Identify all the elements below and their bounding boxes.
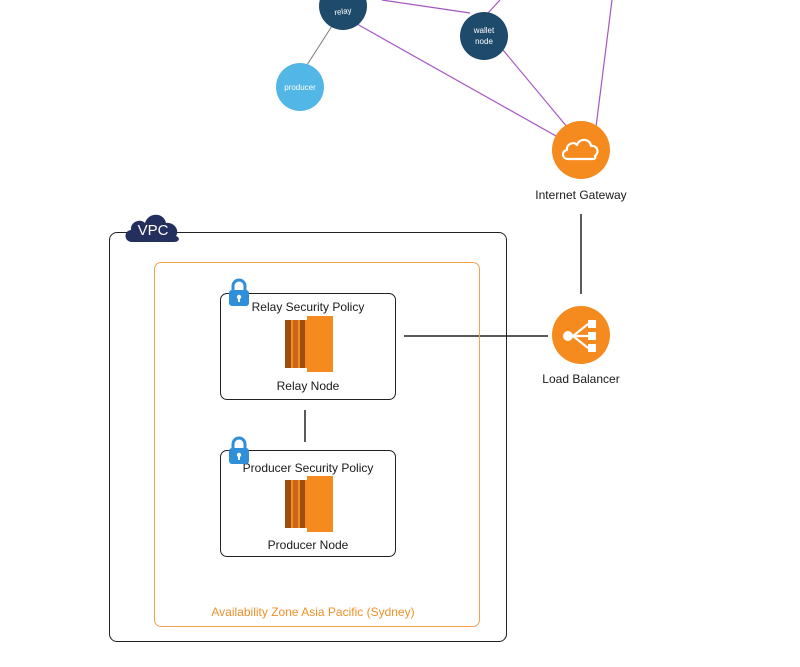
link-wallet-top xyxy=(487,0,501,14)
relay-node-label: Relay Node xyxy=(276,379,340,393)
cloud-icon xyxy=(561,138,599,161)
relay-peer-label: relay xyxy=(333,5,353,18)
load-balancer-label: Load Balancer xyxy=(542,372,620,386)
link-relay-top xyxy=(381,0,471,14)
availability-zone-label: Availability Zone Asia Pacific (Sydney) xyxy=(211,605,415,619)
wallet-node-label-line1: wallet xyxy=(473,26,495,35)
link-wallet-gateway xyxy=(497,43,569,129)
wallet-node[interactable]: wallet node xyxy=(460,12,508,60)
link-top-gateway xyxy=(595,0,613,128)
ec2-instance-icon xyxy=(285,316,333,372)
producer-peer-label: producer xyxy=(284,83,316,92)
wallet-node-label-line2: node xyxy=(475,37,493,46)
relay-security-policy-title: Relay Security Policy xyxy=(251,300,365,314)
ec2-instance-icon xyxy=(285,476,333,532)
vpc-boundary xyxy=(109,232,507,642)
lock-icon xyxy=(229,278,249,306)
link-relay-producer xyxy=(304,25,333,69)
producer-security-policy-box[interactable]: Producer Security Policy Producer Node xyxy=(220,450,396,557)
producer-peer-node[interactable]: producer xyxy=(276,63,324,111)
internet-gateway-label: Internet Gateway xyxy=(535,188,627,202)
internet-gateway-node[interactable] xyxy=(552,121,610,179)
vpc-cloud-icon xyxy=(125,214,179,242)
producer-security-policy-title: Producer Security Policy xyxy=(242,461,374,475)
lock-icon xyxy=(229,436,249,464)
producer-node-label: Producer Node xyxy=(267,538,349,552)
load-balancer-node[interactable] xyxy=(552,306,610,364)
availability-zone-boundary xyxy=(154,262,480,627)
link-relay-gateway xyxy=(356,23,557,137)
vpc-label: VPC xyxy=(137,222,169,239)
load-balancer-icon xyxy=(563,320,596,352)
